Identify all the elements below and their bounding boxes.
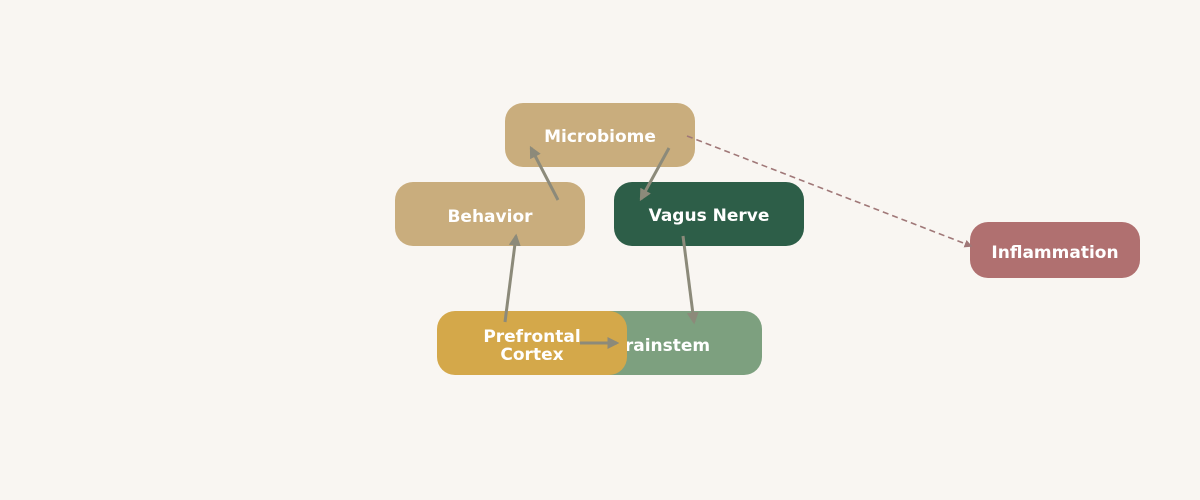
node-prefrontal-cortex: Prefrontal Cortex — [437, 311, 627, 375]
edge-vagus-nerve-to-brainstem — [681, 235, 699, 325]
node-behavior-label: Behavior — [447, 207, 533, 227]
node-brainstem-label: rainstem — [624, 336, 711, 356]
node-behavior: Behavior — [395, 182, 585, 246]
node-vagus-nerve: Vagus Nerve — [614, 182, 804, 246]
node-prefrontal-cortex-label-line2: Cortex — [500, 345, 564, 365]
node-inflammation-label: Inflammation — [991, 243, 1119, 263]
node-microbiome: Microbiome — [505, 103, 695, 167]
node-prefrontal-cortex-label-line1: Prefrontal — [483, 327, 581, 347]
edge-prefrontal-cortex-to-behavior — [503, 233, 521, 323]
node-inflammation: Inflammation — [970, 222, 1140, 278]
node-vagus-nerve-label: Vagus Nerve — [648, 206, 770, 226]
node-microbiome-label: Microbiome — [544, 127, 656, 147]
